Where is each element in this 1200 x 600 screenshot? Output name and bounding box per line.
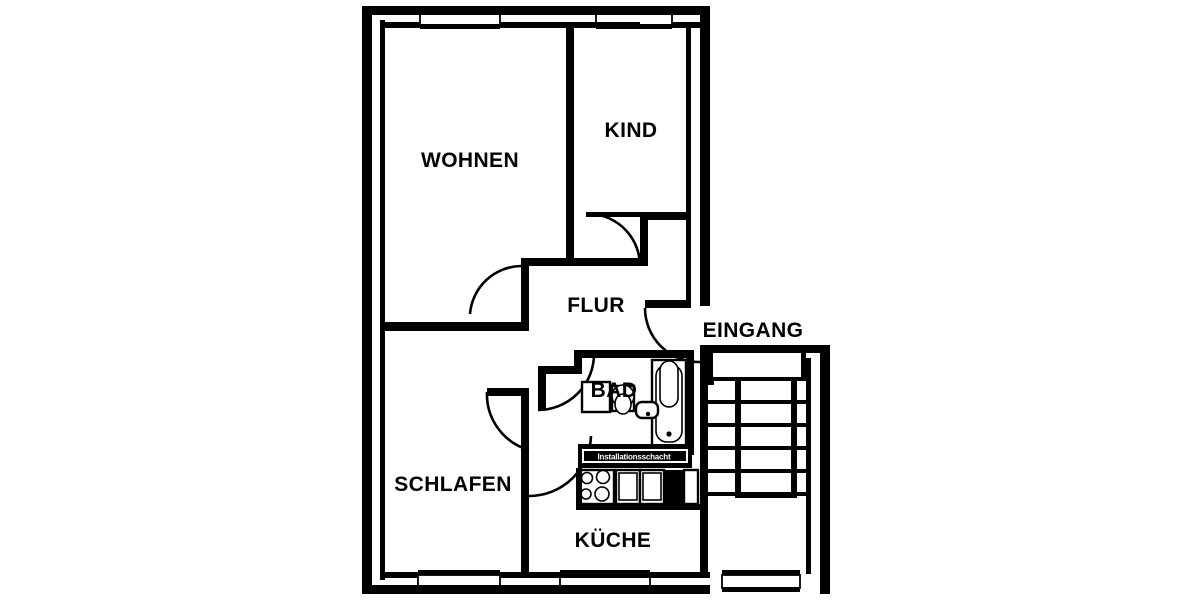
room-label-kind: KIND [605,119,658,142]
door-eingang [643,307,701,364]
door-bad [537,353,596,412]
window-top-right [595,7,673,29]
fixture-toilet [610,384,636,415]
window-bottom-left [417,570,501,592]
kitchen-counter-base [576,504,700,510]
fixture-washbasin [634,400,660,420]
fixture-counter-unit [638,468,666,506]
window-bottom-right-stairwell [721,570,801,592]
window-top-left [419,7,501,29]
room-label-bad: BAD [591,379,638,402]
door-wohnen [468,264,522,315]
installation-shaft-label: Installationsschacht [598,453,671,462]
kitchen-counter-left-edge [576,468,582,508]
room-label-eingang: EINGANG [703,319,804,342]
stairwell [700,345,830,594]
fixture-stove-hob [576,468,616,506]
fixture-washing-machine [580,380,612,414]
room-label-schlafen: SCHLAFEN [394,473,512,496]
door-kind [586,212,642,267]
window-bottom-center [559,570,651,592]
fixture-sink-unit [614,468,642,506]
interior-walls [385,22,694,576]
room-label-kueche: KÜCHE [575,529,652,552]
room-label-wohnen: WOHNEN [421,149,519,172]
fixture-appliance [664,470,684,504]
fixture-counter-end [682,468,700,506]
door-schlafen [485,391,530,452]
installation-shaft: Installationsschacht [578,444,692,468]
room-label-flur: FLUR [567,294,625,317]
